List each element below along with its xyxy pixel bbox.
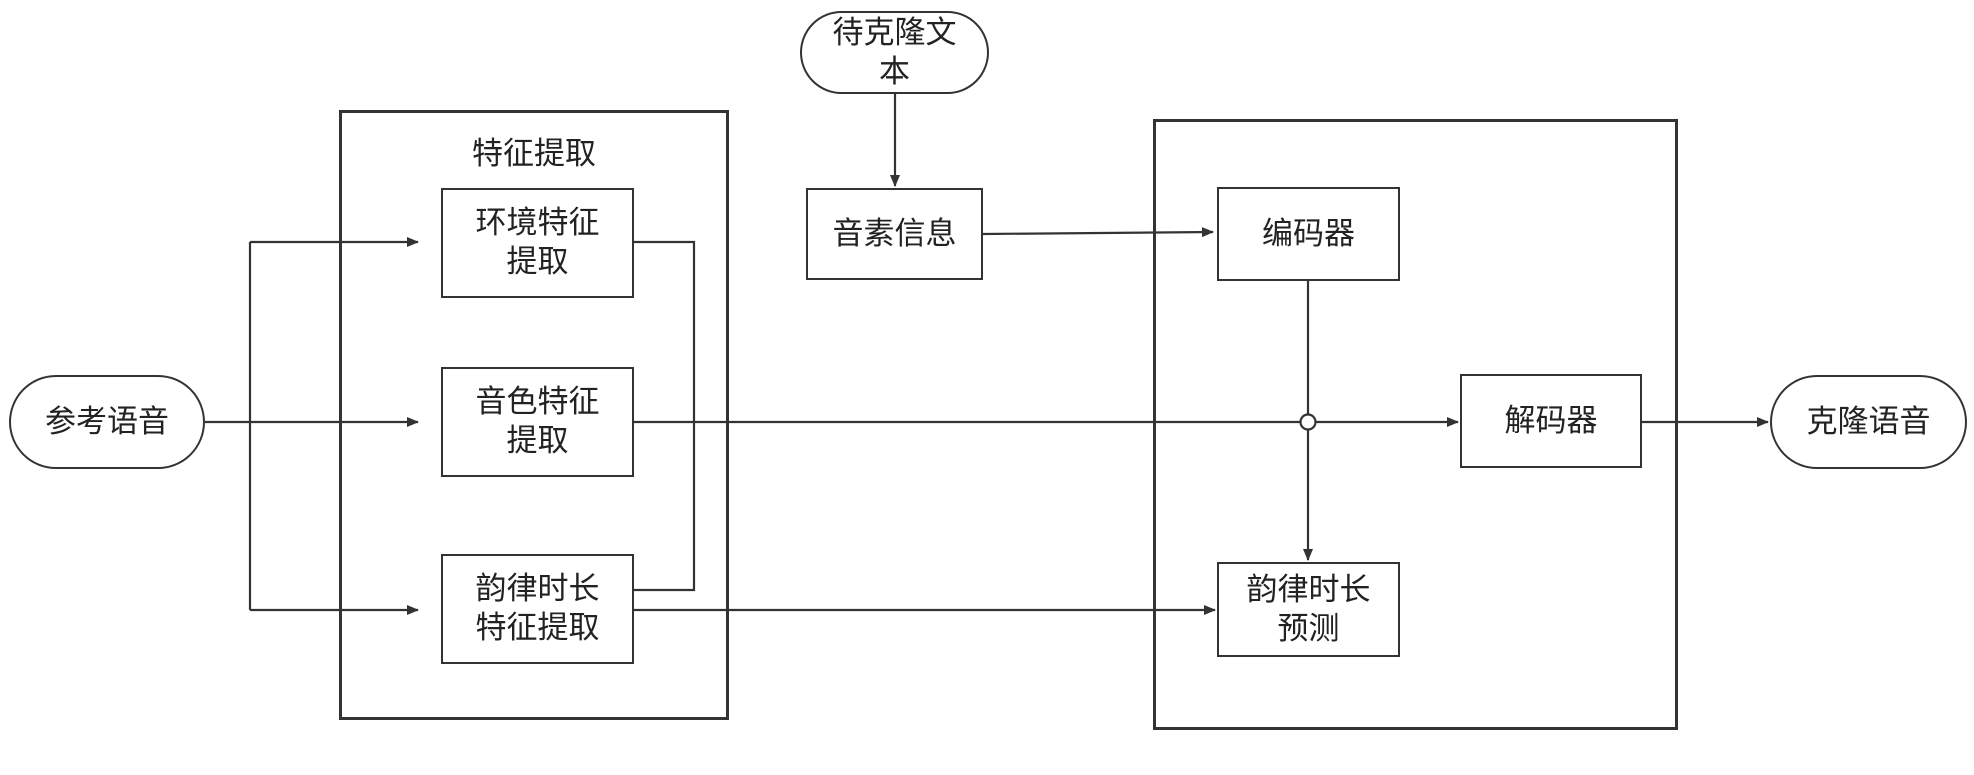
reference-audio-terminal: 参考语音 <box>9 375 205 469</box>
decoder-box: 解码器 <box>1460 374 1642 468</box>
cloned-audio-terminal: 克隆语音 <box>1770 375 1967 469</box>
feature-extraction-group <box>339 110 729 720</box>
encoder-box: 编码器 <box>1217 187 1400 281</box>
feature-extraction-title: 特征提取 <box>472 136 596 172</box>
model-group <box>1153 119 1678 730</box>
phoneme-info-box: 音素信息 <box>806 188 983 280</box>
junction-node <box>1299 413 1317 431</box>
prosody-feature-extraction-box: 韵律时长 特征提取 <box>441 554 634 664</box>
text-to-clone-terminal: 待克隆文 本 <box>800 11 989 94</box>
arrow-phoneme-to-encoder <box>982 227 1214 238</box>
timbre-feature-extraction-box: 音色特征 提取 <box>441 367 634 477</box>
env-feature-extraction-box: 环境特征 提取 <box>441 188 634 298</box>
prosody-prediction-box: 韵律时长 预测 <box>1217 562 1400 657</box>
line-env-to-prosody <box>634 240 696 592</box>
